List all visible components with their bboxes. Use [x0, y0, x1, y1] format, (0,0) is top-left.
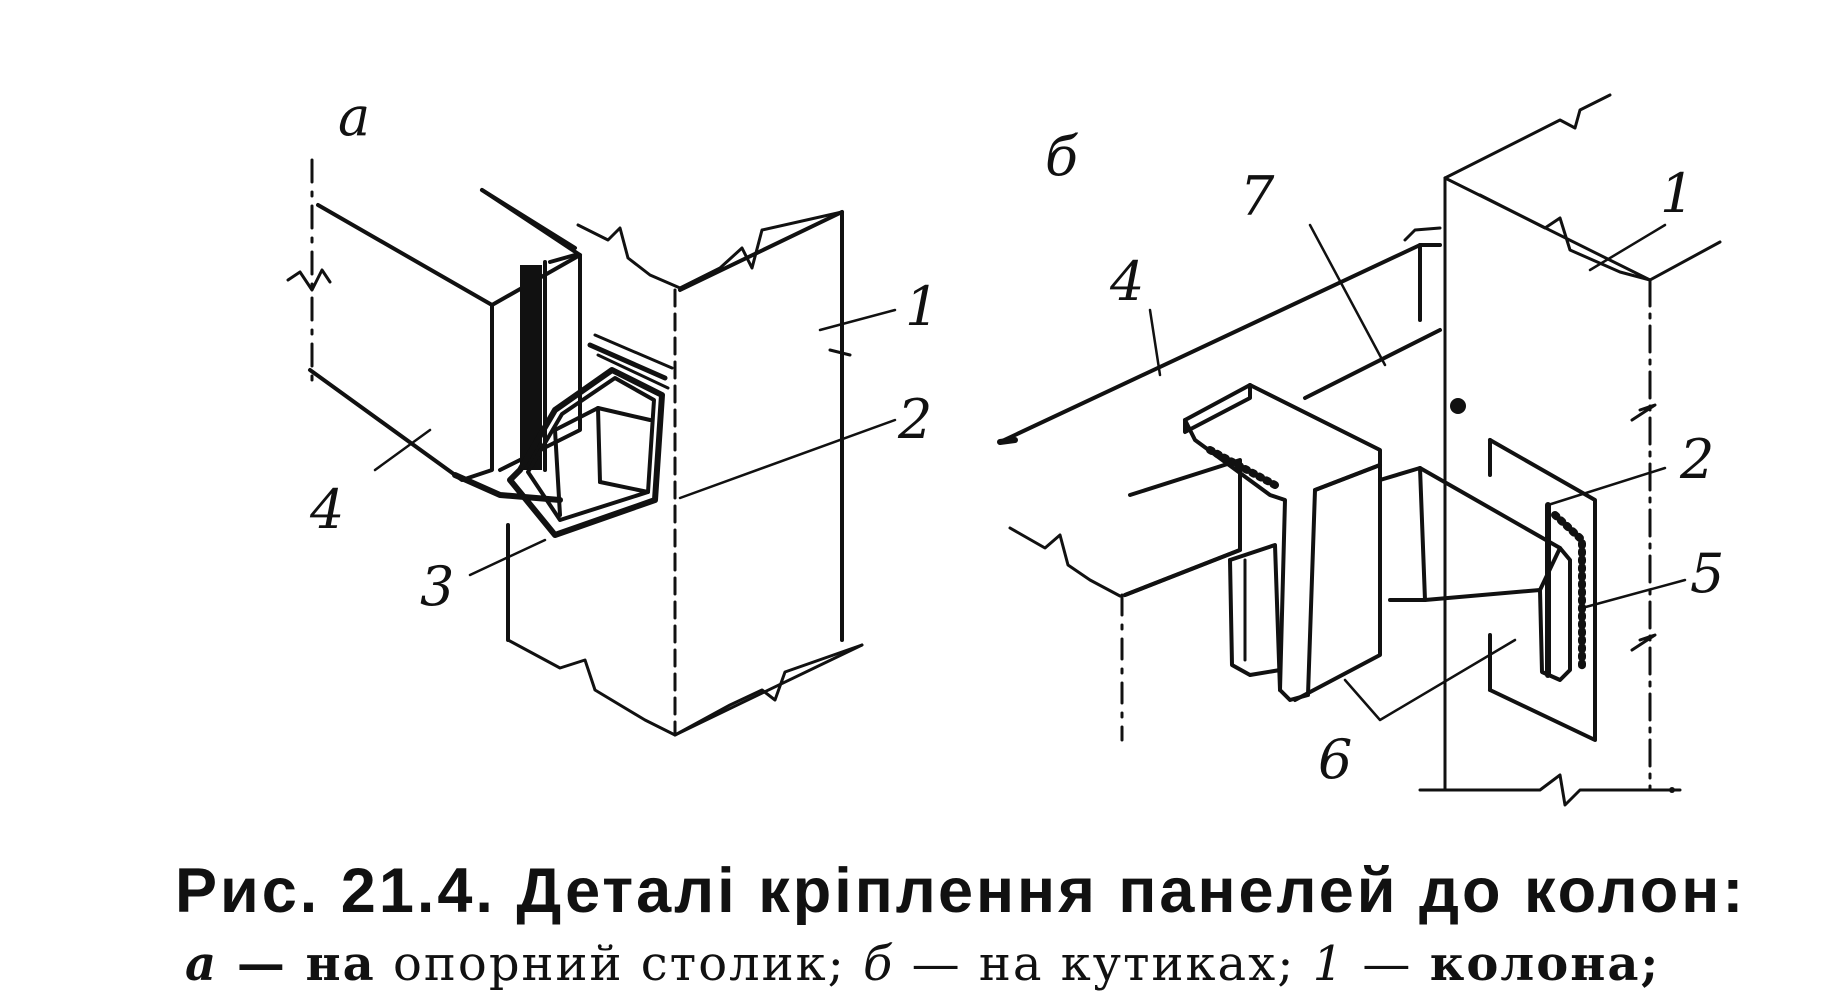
- part-b-letter: б: [1045, 125, 1079, 188]
- caption-a-text: на: [305, 936, 376, 992]
- part-a-left-zigzag: [286, 268, 332, 292]
- part-b-label-2: 2: [1679, 428, 1714, 491]
- angle-bracket-6: [1123, 383, 1382, 702]
- caption-dash-2: —: [1345, 936, 1430, 992]
- leader-b-2: [1546, 466, 1667, 507]
- caption-dash-1: —: [218, 936, 306, 992]
- part-b-label-1: 1: [1660, 162, 1694, 225]
- part-b-drawing: [997, 93, 1722, 807]
- column-bottom-zigzag: [506, 638, 864, 737]
- column-b-bottom-zigzag: [1418, 773, 1682, 807]
- part-a-label-2: 2: [897, 388, 932, 451]
- leader-a-2: [678, 418, 897, 500]
- part-b-label-7: 7: [1240, 165, 1275, 228]
- caption-a-rest: опорний столик;: [375, 936, 864, 992]
- leader-a-1: [818, 308, 897, 332]
- figure-caption-title: Рис. 21.4. Деталі кріплення панелей до к…: [175, 856, 1747, 926]
- leader-a-4: [373, 428, 432, 472]
- leader-b-7: [1308, 223, 1387, 367]
- embedded-plate-2: [1488, 438, 1597, 742]
- figure-caption-line-2: а — на опорний столик; б — на кутиках; 1…: [185, 936, 1660, 992]
- caption-column-text: колона;: [1429, 936, 1661, 992]
- panel-seal-strip: [520, 253, 577, 472]
- caption-number-1: 1: [1312, 936, 1346, 992]
- leader-b-5: [1580, 578, 1687, 610]
- part-a-drawing: [286, 158, 897, 737]
- part-a-label-4: 4: [309, 478, 344, 541]
- part-b-label-6: 6: [1318, 728, 1352, 791]
- caption-a-letter: а: [185, 936, 219, 992]
- leader-b-6: [1343, 638, 1517, 722]
- leader-a-3: [468, 538, 547, 577]
- caption-b-letter: б: [863, 936, 895, 992]
- part-b-label-4: 4: [1109, 250, 1144, 313]
- column-1-b: [1418, 93, 1722, 807]
- column-b-top-zigzag: [1478, 193, 1652, 282]
- connecting-angle-5: [1378, 466, 1586, 682]
- column-1: [506, 210, 864, 737]
- leader-b-1: [1588, 223, 1667, 272]
- leader-b-4: [1148, 308, 1162, 377]
- column-top-zigzag: [576, 210, 844, 290]
- part-a-letter: а: [338, 85, 370, 148]
- part-a-label-3: 3: [420, 555, 454, 618]
- caption-b-text: — на кутиках;: [894, 936, 1313, 992]
- part-b-label-5: 5: [1690, 542, 1724, 605]
- part-b-left-zigzag: [1008, 526, 1122, 598]
- part-a-label-1: 1: [905, 275, 939, 338]
- support-seat-3: [507, 333, 674, 538]
